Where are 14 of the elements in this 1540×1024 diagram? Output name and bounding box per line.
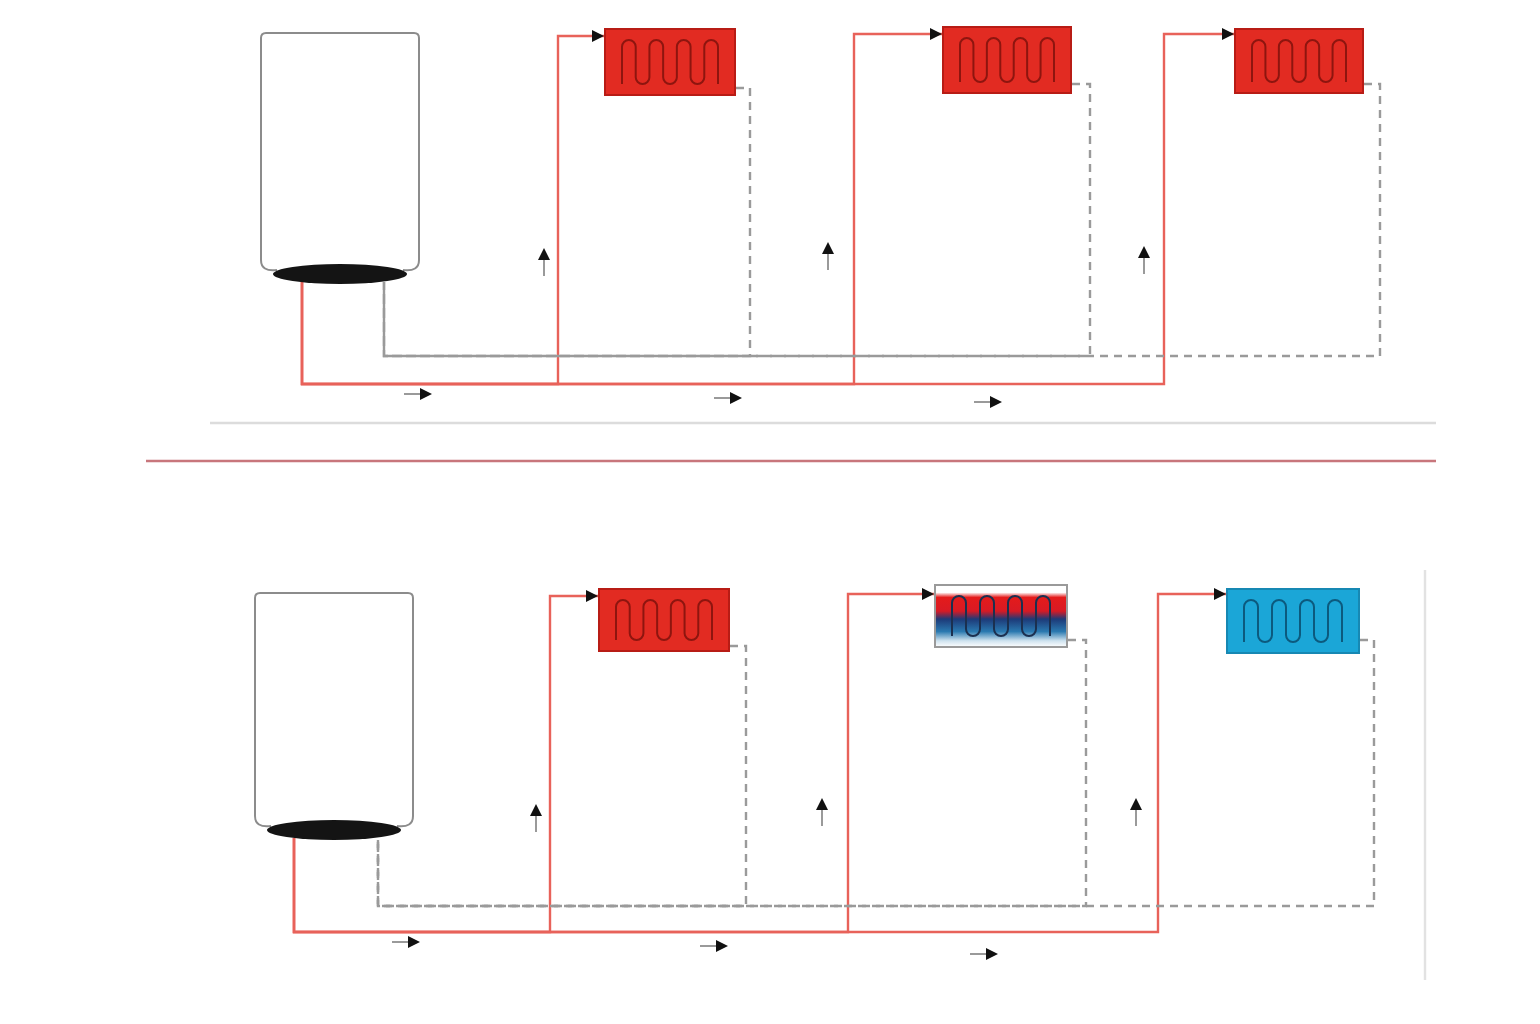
radiator xyxy=(1226,588,1360,654)
radiator xyxy=(598,588,730,652)
radiator xyxy=(604,28,736,96)
boiler xyxy=(252,590,416,842)
supply-pipe xyxy=(300,28,1234,386)
return-pipe xyxy=(376,638,1088,908)
radiator xyxy=(934,584,1068,648)
return-pipe xyxy=(382,82,1092,358)
return-pipe xyxy=(376,638,1376,908)
return-pipe xyxy=(382,82,1382,358)
radiator xyxy=(1234,28,1364,94)
supply-pipe xyxy=(292,588,1226,934)
boiler xyxy=(258,30,422,286)
radiator xyxy=(942,26,1072,94)
